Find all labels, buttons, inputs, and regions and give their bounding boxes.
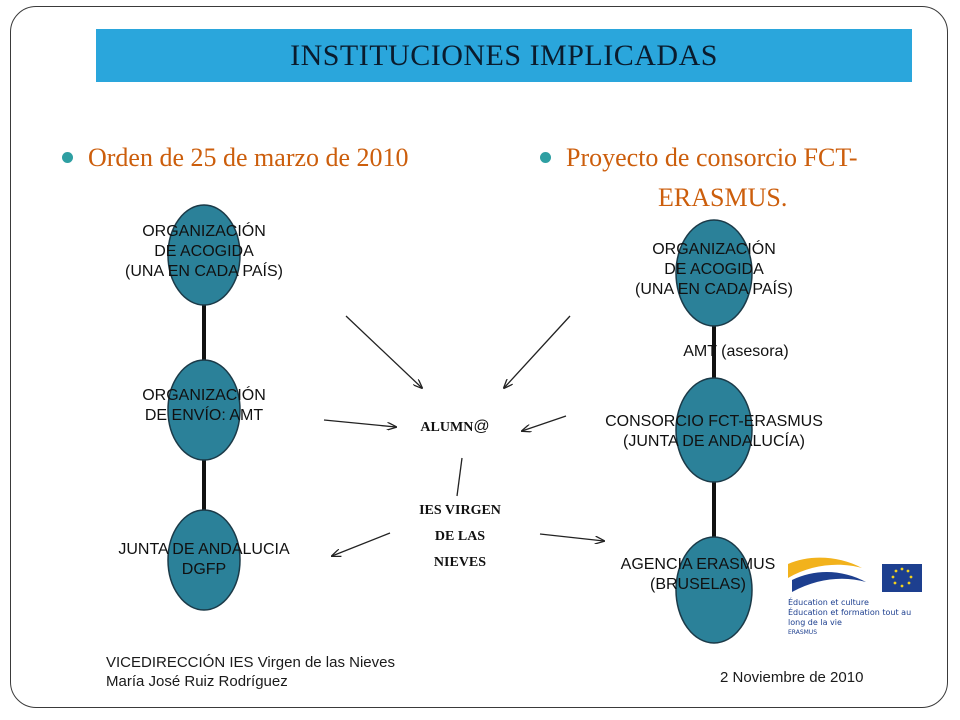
slide-title: INSTITUCIONES IMPLICADAS [290, 38, 718, 72]
bullet-right-line1: Proyecto de consorcio FCT- [566, 143, 858, 172]
eu-logo-caption: Éducation et culture Éducation et format… [788, 598, 911, 638]
bullet-right: Proyecto de consorcio FCT- [540, 140, 858, 176]
arrow-left-host-to-student [345, 315, 422, 388]
bullet-left: Orden de 25 de marzo de 2010 [62, 140, 409, 176]
bullet-left-text: Orden de 25 de marzo de 2010 [88, 143, 409, 172]
footer-date-text: 2 Noviembre de 2010 [720, 669, 864, 686]
arrow-right-host-to-student [504, 315, 571, 388]
arrow-sending-to-student [323, 419, 396, 427]
bullet-dot-icon [62, 152, 73, 163]
right-host-label-line1: ORGANIZACIÓN [652, 241, 776, 258]
right-advisor-label-text: AMT (asesora) [683, 343, 789, 360]
right-host-label-line2: DE ACOGIDA [664, 261, 764, 278]
right-host-label: ORGANIZACIÓN DE ACOGIDA (UNA EN CADA PAÍ… [589, 240, 839, 300]
eu-logo-graphic [782, 552, 932, 648]
school-label-line3: NIEVES [433, 555, 487, 570]
right-node-consortium [675, 377, 753, 483]
right-agency-label: AGENCIA ERASMUS (BRUSELAS) [598, 555, 798, 595]
left-junta-label-line2: DGFP [181, 561, 227, 578]
left-host-label-line3: (UNA EN CADA PAÍS) [125, 263, 283, 280]
bullet-dot-icon [540, 152, 551, 163]
left-host-label-line1: ORGANIZACIÓN [142, 223, 266, 240]
title-banner: INSTITUCIONES IMPLICADAS [96, 29, 912, 82]
right-node-erasmus-agency [675, 536, 753, 644]
left-node-junta-andalucia [167, 509, 241, 611]
footer-author-line1: VICEDIRECCIÓN IES Virgen de las Nieves [106, 654, 395, 671]
right-consortium-label: CONSORCIO FCT-ERASMUS (JUNTA DE ANDALUCÍ… [554, 412, 874, 452]
left-sending-label-line1: ORGANIZACIÓN [142, 387, 266, 404]
right-consortium-label-line1: CONSORCIO FCT-ERASMUS [605, 413, 823, 430]
right-advisor-label: AMT (asesora) [636, 342, 836, 362]
left-sending-label-line2: DE ENVÍO: AMT [144, 407, 264, 424]
eu-education-culture-logo: Éducation et culture Éducation et format… [782, 552, 932, 648]
left-junta-label-line1: JUNTA DE ANDALUCIA [118, 541, 290, 558]
slide-frame [10, 6, 948, 708]
eu-logo-caption-line2: Éducation et formation tout au [788, 608, 912, 617]
arrow-school-to-junta [332, 532, 391, 556]
school-label: IES VIRGEN DE LAS NIEVES [400, 498, 520, 576]
left-host-label-line2: DE ACOGIDA [154, 243, 254, 260]
footer-author: VICEDIRECCIÓN IES Virgen de las Nieves M… [106, 653, 395, 691]
right-node-host-organization [675, 219, 753, 327]
school-label-line2: DE LAS [434, 529, 486, 544]
line-student-to-school [456, 457, 463, 497]
arrow-consortium-to-student [522, 415, 567, 431]
right-agency-label-line2: (BRUSELAS) [649, 576, 747, 593]
right-host-label-line3: (UNA EN CADA PAÍS) [635, 281, 793, 298]
left-node-sending-organization [167, 359, 241, 461]
eu-logo-caption-line1: Éducation et culture [788, 598, 869, 607]
eu-logo-caption-line4: ERASMUS [788, 629, 818, 636]
arrow-school-to-agency [539, 533, 604, 541]
bullet-right-continuation: ERASMUS. [658, 180, 787, 216]
left-sending-label: ORGANIZACIÓN DE ENVÍO: AMT [79, 386, 329, 426]
student-label-text: ALUMN [420, 420, 474, 435]
right-agency-label-line1: AGENCIA ERASMUS [620, 556, 776, 573]
footer-author-line2: María José Ruiz Rodríguez [106, 673, 288, 690]
right-consortium-label-line2: (JUNTA DE ANDALUCÍA) [623, 433, 805, 450]
bullet-right-line2: ERASMUS. [658, 183, 788, 212]
eu-logo-caption-line3: long de la vie [788, 618, 842, 627]
student-label: ALUMN@ [400, 414, 510, 441]
student-label-at-symbol: @ [473, 418, 490, 435]
left-host-label: ORGANIZACIÓN DE ACOGIDA (UNA EN CADA PAÍ… [79, 222, 329, 282]
left-node-host-organization [167, 204, 241, 306]
footer-date: 2 Noviembre de 2010 [720, 668, 863, 687]
school-label-line1: IES VIRGEN [419, 503, 501, 518]
left-junta-label: JUNTA DE ANDALUCIA DGFP [64, 540, 344, 580]
